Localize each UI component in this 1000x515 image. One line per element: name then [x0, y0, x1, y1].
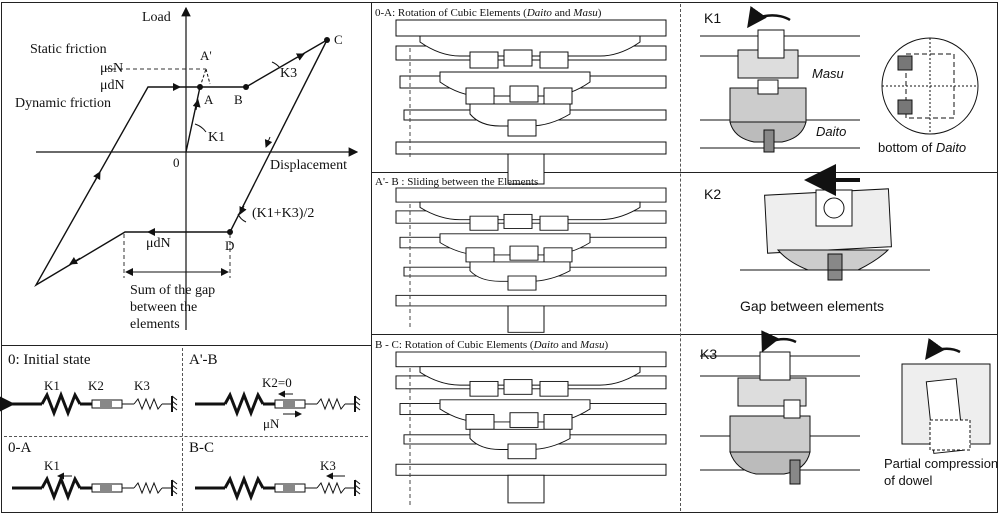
stage-AB-caption: A'- B : Sliding between the Elements: [375, 176, 539, 188]
spring-k3-label: K3: [134, 378, 150, 393]
spring-k1-label: K1: [44, 378, 60, 393]
mud-n-label: μdN: [100, 78, 125, 93]
x-axis-label: Displacement: [270, 158, 347, 173]
stage-BC-and: and: [558, 339, 581, 351]
k1-slope-label: K1: [208, 130, 226, 145]
point-A: [197, 84, 203, 90]
point-C-label: C: [334, 32, 343, 47]
bottom-of-prefix: bottom of: [878, 140, 936, 155]
spring-initial-title: 0: Initial state: [8, 352, 91, 368]
spring-mu-n-label: μN: [263, 416, 280, 431]
loop-lower: [34, 86, 230, 287]
stage-0A-caption-post: ): [597, 7, 602, 19]
stage-BC-caption-pre: B - C: Rotation of Cubic Elements (: [375, 339, 534, 351]
point-D-label: D: [225, 238, 235, 253]
static-drop: [205, 68, 211, 85]
y-axis-label: Load: [142, 10, 171, 25]
spring-ab-title: A'-B: [189, 352, 218, 368]
k3-slope-label: K3: [280, 66, 298, 81]
detail-bottom-of-daito: bottom of Daito: [878, 140, 966, 155]
spring-oa-title: 0-A: [8, 440, 32, 456]
loop-unload: [229, 39, 328, 233]
stage-0A-caption: 0-A: Rotation of Cubic Elements (Daito a…: [375, 7, 601, 19]
detail-daito-label: Daito: [816, 124, 847, 139]
spring-k2-label: K2: [88, 378, 104, 393]
point-A-prime-label: A': [200, 48, 212, 63]
spring-panel: [1, 345, 372, 513]
detail-gap-label: Gap between elements: [740, 298, 884, 314]
stage-BC-caption-post: ): [604, 339, 609, 351]
point-A-label: A: [204, 92, 214, 107]
detail-partial-compression-1: Partial compression: [884, 456, 999, 471]
k-avg-slope-label: (K1+K3)/2: [252, 206, 315, 221]
hysteresis-graph: [34, 6, 359, 330]
detail-k1-label: K1: [704, 10, 722, 26]
gap-label-1: Sum of the gap: [130, 283, 216, 298]
mud-n-lower-label: μdN: [146, 236, 171, 251]
spring-k3-bc-label: K3: [320, 458, 336, 473]
stage-BC-caption: B - C: Rotation of Cubic Elements (Daito…: [375, 339, 608, 351]
point-B-label: B: [234, 92, 243, 107]
spring-k1-oa-label: K1: [44, 458, 60, 473]
detail-k3-label: K3: [700, 346, 718, 362]
origin-label: 0: [173, 155, 180, 170]
static-friction-label: Static friction: [30, 42, 107, 57]
stage-0A-and: and: [551, 7, 574, 19]
detail-k2-label: K2: [704, 186, 722, 202]
stage-0A-masu: Masu: [573, 7, 598, 19]
spring-k2-zero-label: K2=0: [262, 375, 292, 390]
stage-0A-caption-pre: 0-A: Rotation of Cubic Elements (: [375, 7, 527, 19]
mus-n-label: μsN: [100, 61, 124, 76]
gap-label-3: elements: [130, 317, 180, 332]
point-C: [324, 37, 330, 43]
point-B: [243, 84, 249, 90]
stage-0A-daito: Daito: [526, 7, 552, 19]
spring-bc-title: B-C: [189, 440, 215, 456]
point-D: [227, 229, 233, 235]
static-spike: [199, 68, 207, 88]
stage-panel-AB: [371, 172, 998, 335]
spring-divider-v: [182, 348, 183, 511]
detail-masu-label: Masu: [812, 66, 844, 81]
bottom-of-daito-word: Daito: [935, 140, 967, 155]
dynamic-friction-label: Dynamic friction: [15, 96, 112, 111]
stage-BC-daito: Daito: [533, 339, 559, 351]
gap-label-2: between the: [130, 300, 198, 315]
stage-panel-BC: [371, 334, 998, 513]
spring-divider-h: [4, 436, 368, 437]
loop-upper: [185, 39, 328, 153]
stage-BC-masu: Masu: [580, 339, 605, 351]
detail-partial-compression-2: of dowel: [884, 473, 933, 488]
stage-detail-divider: [680, 4, 681, 511]
